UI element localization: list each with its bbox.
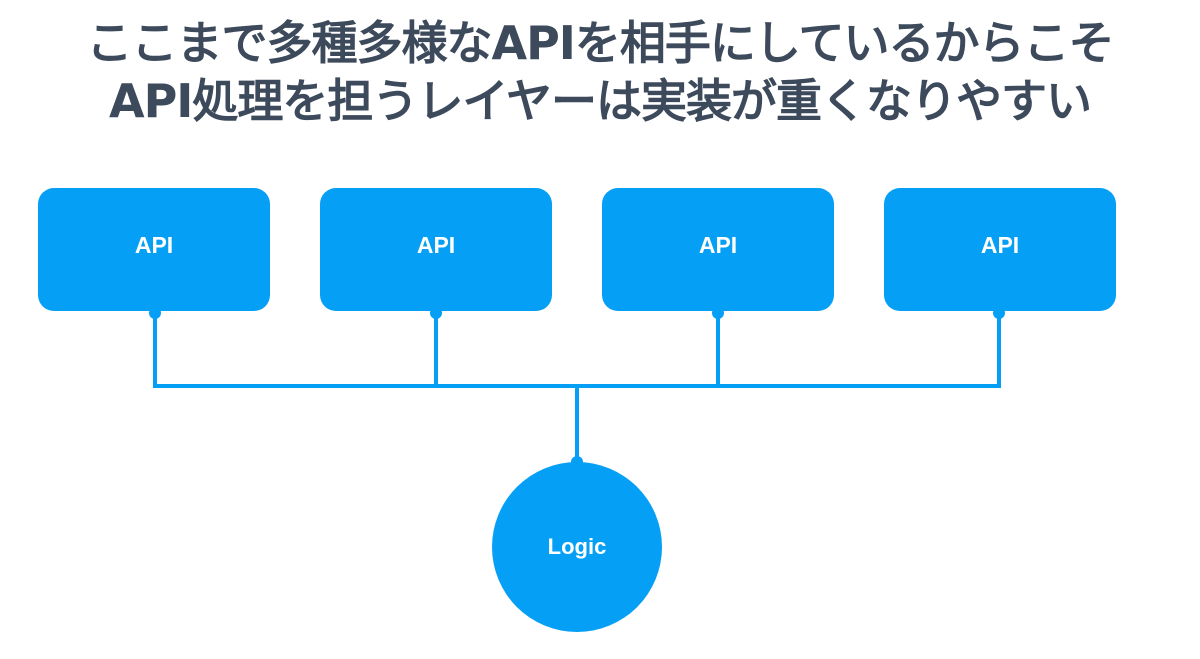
api-node-label: API <box>134 232 174 258</box>
title-line-1: ここまで多種多様なAPIを相手にしているからこそ <box>86 16 1114 70</box>
api-node-label: API <box>980 232 1020 258</box>
api-node-4: API <box>884 188 1116 311</box>
title-line-2: API処理を担うレイヤーは実装が重くなりやすい <box>108 74 1092 128</box>
api-node-label: API <box>698 232 738 258</box>
api-node-2: API <box>320 188 552 311</box>
api-node-label: API <box>416 232 456 258</box>
api-node-1: API <box>38 188 270 311</box>
slide-title: ここまで多種多様なAPIを相手にしているからこそ API処理を担うレイヤーは実装… <box>0 14 1200 130</box>
logic-node-label: Logic <box>547 534 607 559</box>
api-node-3: API <box>602 188 834 311</box>
logic-node: Logic <box>492 462 662 632</box>
